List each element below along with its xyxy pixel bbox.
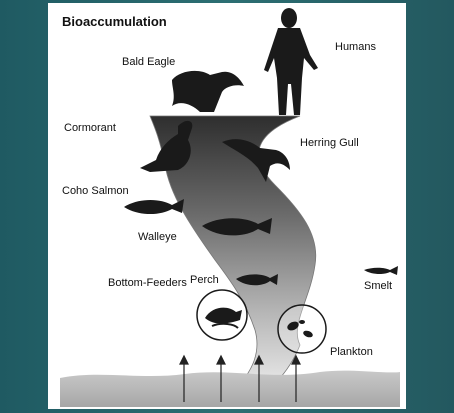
label-bald-eagle: Bald Eagle xyxy=(122,56,175,68)
label-cormorant: Cormorant xyxy=(64,122,116,134)
label-perch: Perch xyxy=(190,274,219,286)
label-bottom-feeders: Bottom-Feeders xyxy=(108,277,187,289)
bald-eagle-silhouette-icon xyxy=(172,71,244,112)
human-silhouette-icon xyxy=(264,8,318,115)
plankton-circle xyxy=(278,305,326,353)
label-coho-salmon: Coho Salmon xyxy=(62,185,129,197)
label-smelt: Smelt xyxy=(364,280,392,292)
coho-salmon-silhouette-icon xyxy=(124,199,184,214)
label-humans: Humans xyxy=(335,41,376,53)
label-herring-gull: Herring Gull xyxy=(300,137,359,149)
bottom-feeders-circle xyxy=(197,290,247,340)
smelt-silhouette-icon xyxy=(364,266,398,275)
label-plankton: Plankton xyxy=(330,346,373,358)
sediment-ground xyxy=(60,371,400,407)
label-walleye: Walleye xyxy=(138,231,177,243)
diagram-title: Bioaccumulation xyxy=(62,14,167,29)
